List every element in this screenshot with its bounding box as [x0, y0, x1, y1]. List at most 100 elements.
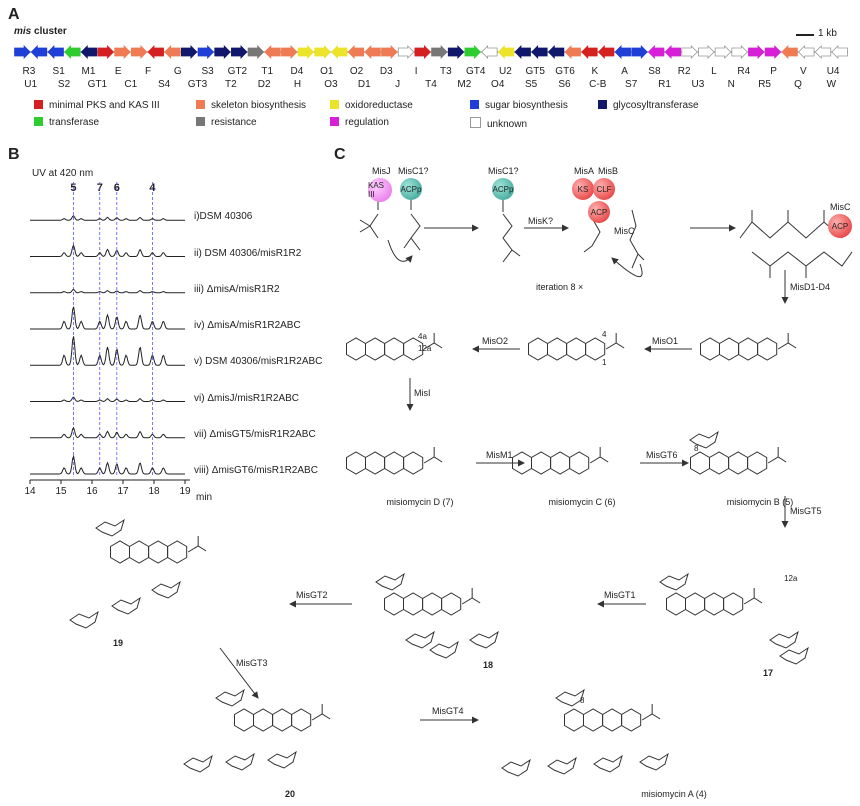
legend-text: skeleton biosynthesis [211, 100, 307, 111]
gene-label: U3 [691, 79, 705, 90]
scale-bar [796, 34, 814, 36]
compound-18: 18 [482, 660, 494, 670]
gene-arrow [80, 45, 98, 59]
trace-label: i)DSM 40306 [194, 211, 253, 223]
gene-label: R5 [758, 79, 771, 90]
gene-arrow [647, 45, 665, 59]
gene-label: GT4 [465, 66, 486, 77]
legend-item: oxidoreductase [330, 100, 413, 111]
gene-label: D3 [379, 66, 393, 77]
chromatogram-trace [30, 306, 185, 330]
acp-label: ACP [590, 207, 608, 217]
gene-arrow [247, 45, 265, 59]
atom-8: 8 [694, 444, 699, 453]
time-tick: 18 [148, 486, 160, 497]
legend-text: transferase [49, 117, 100, 128]
legend-swatch [470, 117, 481, 128]
compound-20: 20 [284, 789, 296, 799]
misc1-label-b: MisC1? [488, 166, 519, 176]
compound-misiomycin-c: misiomycin C (6) [548, 497, 616, 507]
compound-misiomycin-b: misiomycin B (5) [726, 497, 794, 507]
misk-label: MisK? [528, 216, 554, 226]
miso2-label: MisO2 [482, 336, 509, 346]
gene-label: P [770, 66, 777, 77]
trace-label: ii) DSM 40306/misR1R2 [194, 247, 302, 259]
atom-1: 1 [602, 358, 607, 367]
gene-label: D4 [290, 66, 304, 77]
cluster-title-rest: cluster [31, 26, 67, 37]
misgt4-label: MisGT4 [432, 706, 464, 716]
legend-text: unknown [487, 119, 528, 130]
gene-label: O1 [320, 66, 334, 77]
gene-arrow [797, 45, 815, 59]
trace-label: viii) ΔmisGT6/misR1R2ABC [194, 465, 318, 476]
gene-label: GT3 [187, 79, 208, 90]
misgt5-label: MisGT5 [790, 506, 822, 516]
gene-arrow [597, 45, 615, 59]
legend-item: minimal PKS and KAS III [34, 100, 160, 111]
gene-arrow [364, 45, 381, 59]
legend-swatch [470, 100, 479, 109]
chromatogram-trace [30, 244, 185, 257]
gene-label: U4 [826, 66, 840, 77]
ks-domain: KS [572, 178, 594, 200]
gene-label: R2 [677, 66, 691, 77]
miso1-label: MisO1 [652, 336, 679, 346]
atom-4a: 4a [418, 332, 427, 341]
gene-arrow [447, 45, 465, 59]
chromatogram-trace [30, 396, 185, 403]
panel-c-label: C [334, 146, 346, 163]
gene-arrow [164, 45, 181, 59]
compound-19: 19 [112, 638, 124, 648]
gene-arrow [114, 45, 131, 59]
gene-arrow [97, 45, 115, 59]
gene-label: C-B [589, 79, 607, 90]
acpp-domain-2: ACPp [492, 178, 514, 200]
gene-arrow [180, 45, 198, 59]
trace-label: iv) ΔmisA/misR1R2ABC [194, 320, 301, 331]
kas3-label: KAS III [368, 181, 385, 199]
gene-label: T1 [261, 66, 274, 77]
time-tick: 14 [24, 486, 36, 497]
legend-item: unknown [470, 117, 527, 130]
misb-label: MisB [598, 166, 618, 176]
gene-label: GT1 [87, 79, 108, 90]
chromatogram-trace [30, 288, 185, 294]
misgt6-label: MisGT6 [646, 450, 678, 460]
gene-label: T4 [425, 79, 437, 90]
gene-arrow [514, 45, 531, 59]
polycyclic-cores [110, 333, 797, 732]
gene-label: S8 [648, 66, 661, 77]
misc-label-mid: MisC [614, 226, 635, 236]
gene-label: S4 [157, 79, 171, 90]
panel-b-label: B [8, 146, 20, 163]
gene-label: GT6 [555, 66, 575, 77]
gene-label: M2 [457, 79, 472, 90]
gene-arrow [764, 45, 782, 59]
gene-arrow [681, 45, 698, 59]
gene-arrow [497, 45, 515, 59]
gene-arrow [264, 45, 281, 59]
gene-arrow [581, 45, 598, 59]
cluster-title: mis cluster [14, 26, 67, 37]
misi-label: MisI [414, 388, 431, 398]
clf-label: CLF [596, 184, 612, 194]
acpp-domain: ACPp [400, 178, 422, 200]
acpp-label: ACPp [400, 184, 422, 194]
gene-label: S6 [558, 79, 571, 90]
gene-label: S3 [201, 66, 214, 77]
trace-label: vii) ΔmisGT5/misR1R2ABC [194, 428, 316, 440]
arrow-misgt3 [219, 647, 259, 699]
gene-label: N [727, 79, 735, 90]
gene-arrow [231, 45, 248, 59]
scale-label: 1 kb [818, 28, 837, 39]
gene-label: J [395, 79, 401, 90]
gene-arrow [664, 45, 681, 59]
clf-domain: CLF [593, 178, 615, 200]
gene-arrow [614, 45, 631, 59]
gene-label: T3 [440, 66, 452, 77]
trace-label: iii) ΔmisA/misR1R2 [194, 283, 280, 295]
gene-arrow [631, 45, 648, 59]
gene-arrow [130, 45, 148, 59]
